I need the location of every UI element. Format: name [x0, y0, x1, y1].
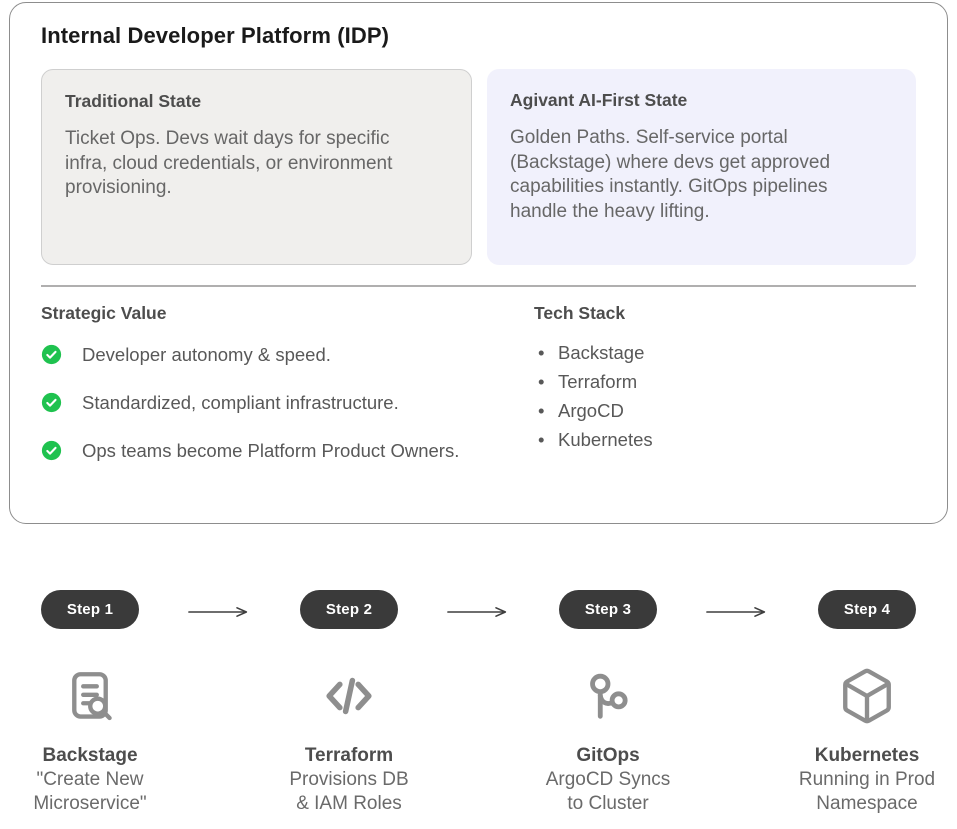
traditional-state-body: Ticket Ops. Devs wait days for specific …: [65, 128, 393, 199]
step-title: Terraform: [304, 745, 394, 766]
step-title: GitOps: [576, 745, 640, 766]
step-subtitle: "Create New Microservice": [33, 769, 147, 814]
list-item: Kubernetes: [534, 425, 916, 454]
traditional-state-heading: Traditional State: [65, 91, 202, 111]
flow-connector: [439, 590, 518, 816]
list-item-text: Developer autonomy & speed.: [82, 344, 331, 365]
step-badge: Step 2: [299, 590, 399, 629]
step-badge: Step 4: [817, 590, 917, 629]
workflow-step-backstage: Step 1 Backstage "Create New Microservic…: [0, 590, 180, 816]
step-subtitle: ArgoCD Syncs to Cluster: [545, 769, 671, 814]
tech-stack-section: Tech Stack Backstage Terraform ArgoCD Ku…: [534, 303, 916, 487]
step-subtitle: Running in Prod Namespace: [798, 769, 936, 814]
tech-stack-list: Backstage Terraform ArgoCD Kubernetes: [534, 338, 916, 454]
list-item: ArgoCD: [534, 396, 916, 425]
strategic-value-heading: Strategic Value: [41, 303, 167, 323]
workflow-step-gitops: Step 3 GitOps ArgoCD Syncs to Cluster: [518, 590, 698, 816]
strategic-value-list: Developer autonomy & speed. Standardized…: [41, 343, 534, 463]
arrow-right-icon: [705, 607, 765, 617]
check-icon: [41, 392, 62, 413]
check-icon: [41, 344, 62, 365]
idp-card: Internal Developer Platform (IDP) Tradit…: [9, 2, 948, 524]
workflow-step-terraform: Step 2 Terraform Provisions DB & IAM Rol…: [259, 590, 439, 816]
ai-first-state-body: Golden Paths. Self-service portal (Backs…: [510, 127, 831, 223]
list-item: Terraform: [534, 367, 916, 396]
list-item: Developer autonomy & speed.: [41, 343, 534, 367]
step-subtitle: Provisions DB & IAM Roles: [289, 769, 409, 814]
ai-first-state-heading: Agivant AI-First State: [510, 90, 688, 110]
flow-connector: [698, 590, 777, 816]
list-item: Backstage: [534, 338, 916, 367]
state-comparison: Traditional State Ticket Ops. Devs wait …: [41, 69, 916, 265]
tech-stack-heading: Tech Stack: [534, 303, 626, 323]
page-title: Internal Developer Platform (IDP): [41, 23, 390, 48]
section-divider: [41, 285, 916, 287]
flow-connector: [180, 590, 259, 816]
file-search-icon: [72, 672, 112, 721]
card-bottom-columns: Strategic Value Developer autonomy & spe…: [41, 303, 916, 487]
cube-icon: [843, 668, 891, 724]
ai-first-state-box: Agivant AI-First State Golden Paths. Sel…: [487, 69, 916, 265]
list-item-text: Standardized, compliant infrastructure.: [82, 392, 399, 414]
check-icon: [41, 440, 62, 461]
arrow-right-icon: [446, 607, 506, 617]
git-branch-icon: [590, 673, 628, 719]
workflow-steps: Step 1 Backstage "Create New Microservic…: [0, 590, 957, 816]
traditional-state-box: Traditional State Ticket Ops. Devs wait …: [41, 69, 472, 265]
step-badge: Step 3: [558, 590, 658, 629]
list-item-text: Ops teams become Platform Product Owners…: [82, 440, 460, 462]
code-icon: [326, 677, 372, 715]
step-title: Kubernetes: [814, 745, 920, 766]
workflow-step-kubernetes: Step 4 Kubernetes Running in Prod Namesp…: [777, 590, 957, 816]
step-title: Backstage: [42, 745, 138, 766]
arrow-right-icon: [187, 607, 247, 617]
step-badge: Step 1: [40, 590, 140, 629]
list-item: Standardized, compliant infrastructure.: [41, 391, 534, 415]
list-item: Ops teams become Platform Product Owners…: [41, 439, 534, 463]
strategic-value-section: Strategic Value Developer autonomy & spe…: [41, 303, 534, 487]
